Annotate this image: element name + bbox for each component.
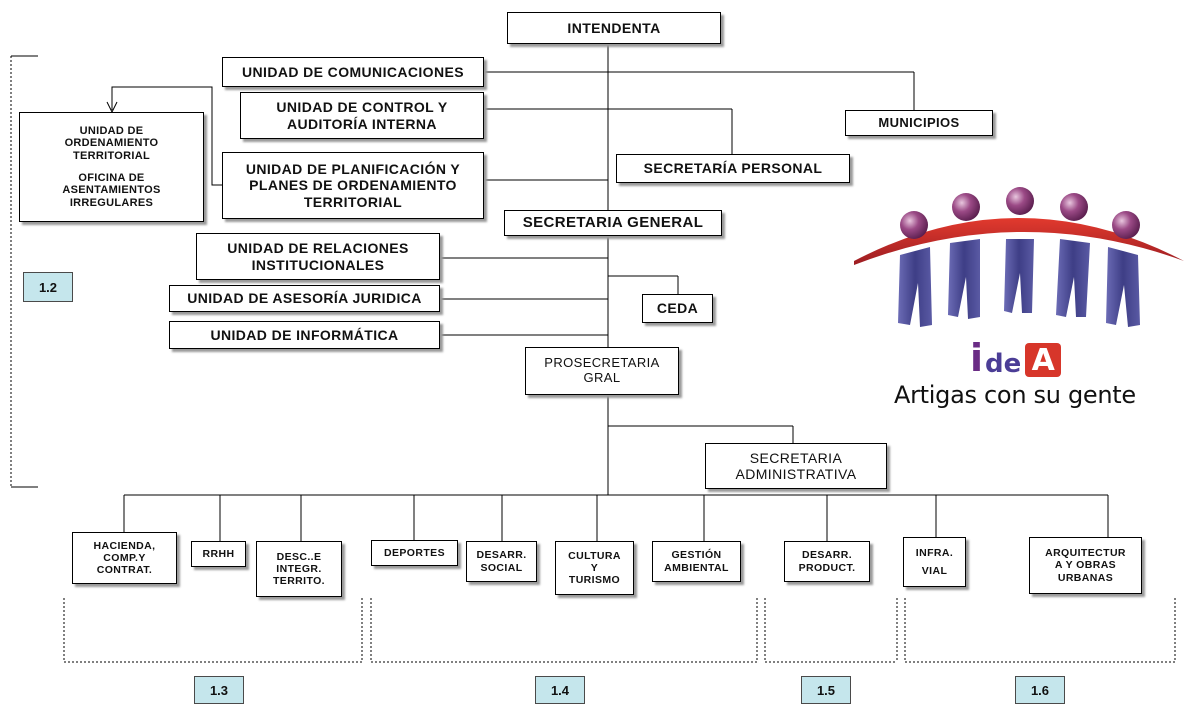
node-label: COMP.Y [103, 551, 146, 564]
node-label: UNIDAD DE PLANIFICACIÓN Y [245, 161, 461, 178]
artigas-logo: i de A Artigas con su gente [852, 185, 1186, 417]
node-label: ASENTAMIENTOS [62, 184, 161, 197]
node-label: GESTIÓN [671, 549, 722, 562]
node-label: AMBIENTAL [664, 561, 729, 574]
node-unidad-informatica[interactable]: UNIDAD DE INFORMÁTICA [169, 321, 440, 349]
node-arquitectura-obras[interactable]: ARQUITECTUR A Y OBRAS URBANAS [1029, 537, 1142, 594]
node-label: UNIDAD DE COMUNICACIONES [242, 63, 464, 80]
group-tag-1-2: 1.2 [23, 272, 73, 302]
node-label: RRHH [202, 547, 235, 560]
node-cultura-turismo[interactable]: CULTURA Y TURISMO [555, 541, 634, 595]
node-ceda[interactable]: CEDA [642, 294, 713, 323]
brand-de: de [985, 349, 1022, 379]
node-unidad-planificacion[interactable]: UNIDAD DE PLANIFICACIÓN Y PLANES DE ORDE… [222, 152, 484, 219]
figure-heads [900, 187, 1140, 239]
node-label: SECRETARIA [749, 449, 843, 466]
node-deportes[interactable]: DEPORTES [371, 540, 458, 566]
brand-a: A [1025, 343, 1062, 378]
node-secretaria-general[interactable]: SECRETARIA GENERAL [504, 210, 722, 236]
node-label: TERRITO. [272, 575, 325, 588]
node-label: ARQUITECTUR [1045, 547, 1126, 560]
node-label: MUNICIPIOS [878, 114, 960, 130]
node-label: DESC..E [276, 550, 322, 563]
node-label: UNIDAD DE CONTROL Y [276, 99, 448, 116]
node-label: DESARR. [476, 549, 527, 562]
node-label: UNIDAD DE ASESORÍA JURIDICA [187, 290, 422, 307]
brand-i: i [970, 336, 984, 380]
logo-tagline: Artigas con su gente [894, 381, 1136, 409]
group-tag-1-5: 1.5 [801, 676, 851, 704]
node-label: Y [590, 561, 599, 574]
node-label: INSTITUCIONALES [251, 256, 385, 273]
node-label: A Y OBRAS [1054, 559, 1117, 572]
node-hacienda[interactable]: HACIENDA, COMP.Y CONTRAT. [72, 532, 177, 584]
node-unidad-ordenamiento-territorial[interactable]: UNIDAD DE ORDENAMIENTO TERRITORIAL OFICI… [19, 112, 204, 222]
node-label: SOCIAL [480, 561, 523, 574]
group-tag-1-4: 1.4 [535, 676, 585, 704]
node-label: HACIENDA, [93, 539, 156, 552]
node-label: URBANAS [1057, 571, 1114, 584]
node-label: GRAL [583, 370, 621, 385]
node-label: DEPORTES [384, 546, 445, 559]
node-label: CULTURA [568, 549, 621, 562]
ide-brand: i de A [970, 336, 1062, 380]
node-label: SECRETARÍA PERSONAL [643, 160, 823, 177]
node-label: PROSECRETARIA [544, 355, 660, 371]
node-label: UNIDAD DE RELACIONES [227, 240, 409, 257]
node-infra-vial[interactable]: INFRA. VIAL [903, 537, 966, 587]
node-label: INTENDENTA [567, 19, 661, 36]
node-label: INTEGR. [276, 562, 322, 575]
node-unidad-comunicaciones[interactable]: UNIDAD DE COMUNICACIONES [222, 57, 484, 87]
figure-bodies [898, 239, 1140, 327]
node-label: VIAL [921, 564, 948, 577]
node-desarr-product[interactable]: DESARR. PRODUCT. [784, 541, 870, 582]
node-label: ADMINISTRATIVA [735, 466, 857, 482]
node-label: TERRITORIAL [303, 193, 403, 210]
node-label: UNIDAD DE INFORMÁTICA [210, 326, 399, 343]
node-label: CONTRAT. [96, 564, 153, 577]
node-label: AUDITORÍA INTERNA [287, 115, 437, 132]
node-label: ORDENAMIENTO [64, 137, 159, 150]
node-label: TURISMO [568, 574, 621, 587]
node-label: DESARR. [801, 549, 853, 562]
node-label: CEDA [656, 300, 699, 317]
node-label: INFRA. [915, 546, 954, 559]
node-label: PLANES DE ORDENAMIENTO [249, 177, 457, 194]
group-tag-1-3: 1.3 [194, 676, 244, 704]
node-secretaria-personal[interactable]: SECRETARÍA PERSONAL [616, 154, 850, 183]
node-secretaria-administrativa[interactable]: SECRETARIA ADMINISTRATIVA [705, 443, 887, 489]
node-municipios[interactable]: MUNICIPIOS [845, 110, 993, 136]
node-prosecretaria-gral[interactable]: PROSECRETARIA GRAL [525, 347, 679, 395]
node-desc-integr-territo[interactable]: DESC..E INTEGR. TERRITO. [256, 541, 342, 597]
node-gestion-ambiental[interactable]: GESTIÓN AMBIENTAL [652, 541, 741, 582]
node-unidad-control-auditoria[interactable]: UNIDAD DE CONTROL Y AUDITORÍA INTERNA [240, 92, 484, 139]
node-desarr-social[interactable]: DESARR. SOCIAL [466, 541, 537, 582]
node-unidad-asesoria-juridica[interactable]: UNIDAD DE ASESORÍA JURIDICA [169, 285, 440, 312]
red-arc [854, 218, 1184, 265]
node-label: UNIDAD DE [79, 124, 144, 137]
node-label: TERRITORIAL [72, 149, 151, 162]
node-rrhh[interactable]: RRHH [191, 541, 246, 567]
node-label: IRREGULARES [69, 196, 154, 209]
node-label: PRODUCT. [798, 561, 856, 574]
node-intendenta[interactable]: INTENDENTA [507, 12, 721, 44]
node-label: OFICINA DE [78, 171, 145, 184]
node-unidad-relaciones[interactable]: UNIDAD DE RELACIONES INSTITUCIONALES [196, 233, 440, 280]
people-arc-graphic [854, 187, 1184, 327]
group-tag-1-6: 1.6 [1015, 676, 1065, 704]
node-label: SECRETARIA GENERAL [522, 214, 704, 232]
